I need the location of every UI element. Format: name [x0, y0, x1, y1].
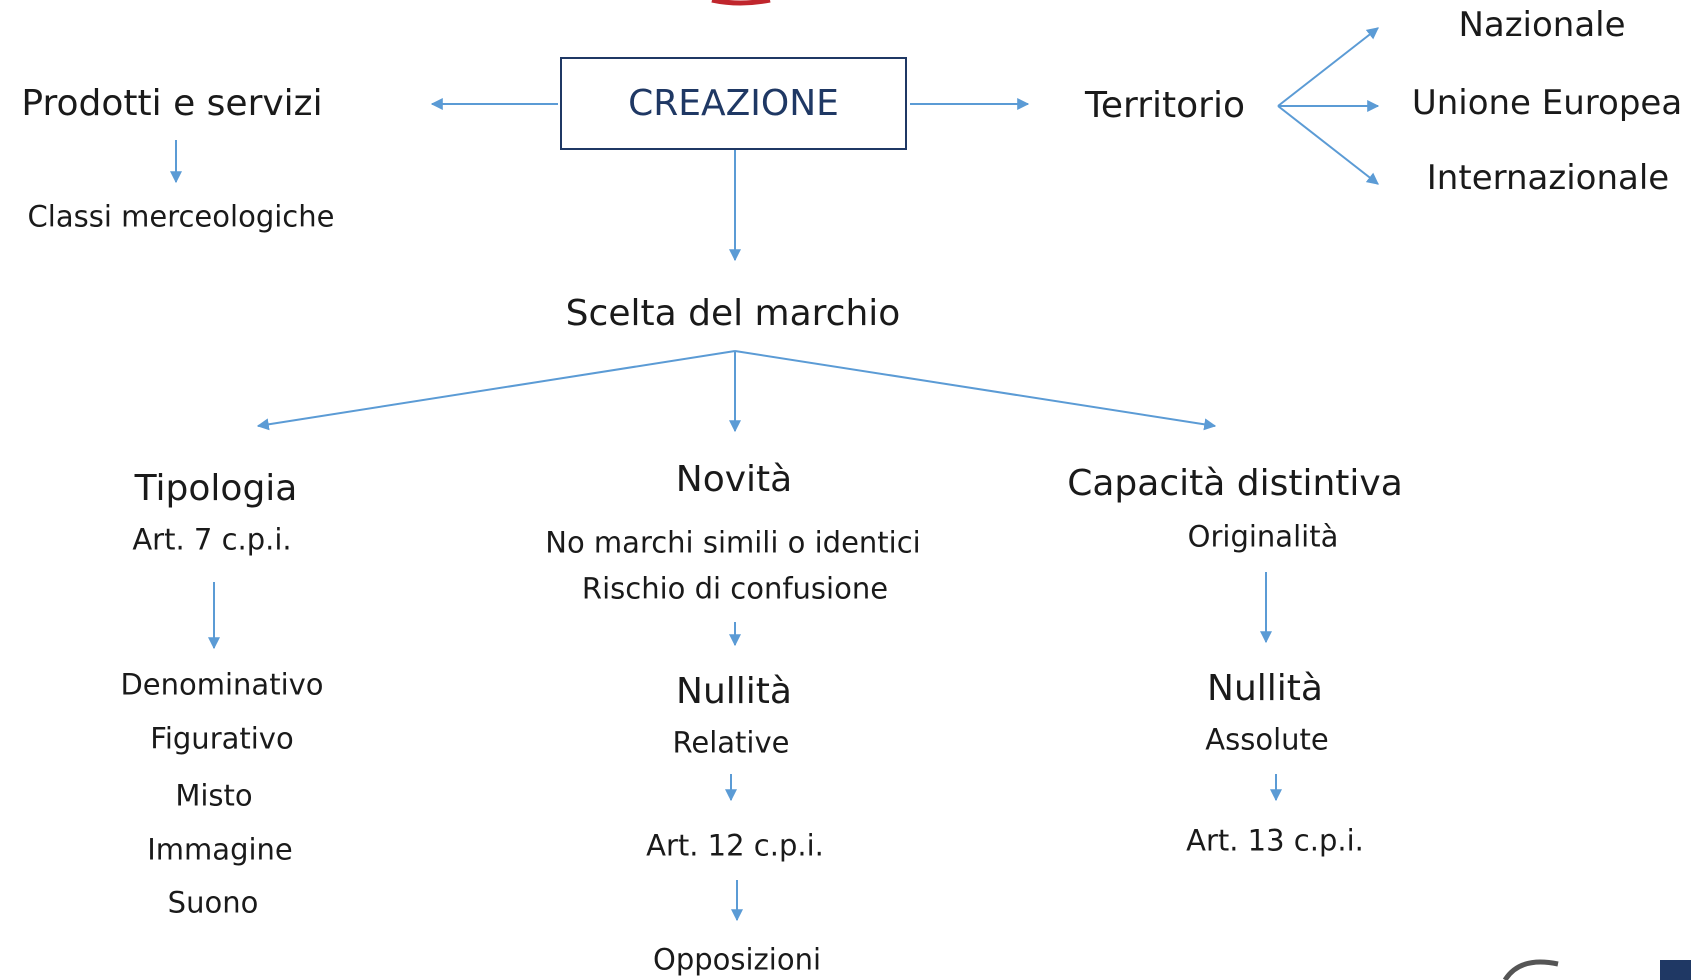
arrow-to-tipologia	[256, 350, 736, 431]
capacita-subtitle: Originalità	[1187, 519, 1339, 554]
nullita-relative-type: Relative	[672, 725, 790, 760]
scelta-marchio-label: Scelta del marchio	[565, 293, 901, 334]
tipologia-item: Misto	[175, 778, 253, 813]
top-accent-arc	[711, 0, 771, 6]
novita-line: No marchi simili o identici	[545, 525, 921, 560]
nullita-assolute-type: Assolute	[1205, 722, 1329, 757]
tipologia-title: Tipologia	[134, 468, 298, 509]
novita-title: Novità	[675, 459, 793, 500]
prodotti-servizi-label: Prodotti e servizi	[21, 83, 323, 124]
nullita-relative-title: Nullità	[676, 671, 792, 712]
art13-label: Art. 13 c.p.i.	[1186, 823, 1364, 858]
art12-label: Art. 12 c.p.i.	[646, 828, 824, 863]
territorio-nazionale: Nazionale	[1458, 5, 1626, 45]
arrow-to-capacita	[734, 350, 1217, 431]
opposizioni-label: Opposizioni	[652, 942, 822, 977]
creazione-label: CREAZIONE	[628, 83, 839, 124]
capacita-title: Capacità distintiva	[1067, 463, 1403, 504]
arrow-to-nazionale	[1277, 27, 1379, 107]
tipologia-item: Suono	[167, 885, 259, 920]
territorio-label: Territorio	[1085, 85, 1245, 126]
novita-line: Rischio di confusione	[581, 571, 889, 606]
classi-merceologiche-label: Classi merceologiche	[27, 199, 335, 234]
tipologia-item: Figurativo	[150, 721, 294, 756]
tipologia-item: Denominativo	[120, 667, 324, 702]
tipologia-item: Immagine	[147, 832, 293, 867]
nullita-assolute-title: Nullità	[1207, 668, 1323, 709]
creazione-box: CREAZIONE	[560, 57, 907, 150]
territorio-unione-europea: Unione Europea	[1411, 83, 1683, 123]
tipologia-subtitle: Art. 7 c.p.i.	[132, 522, 292, 557]
logo-mark	[1502, 959, 1691, 980]
arrow-to-internazionale	[1277, 105, 1379, 185]
territorio-internazionale: Internazionale	[1426, 158, 1670, 198]
